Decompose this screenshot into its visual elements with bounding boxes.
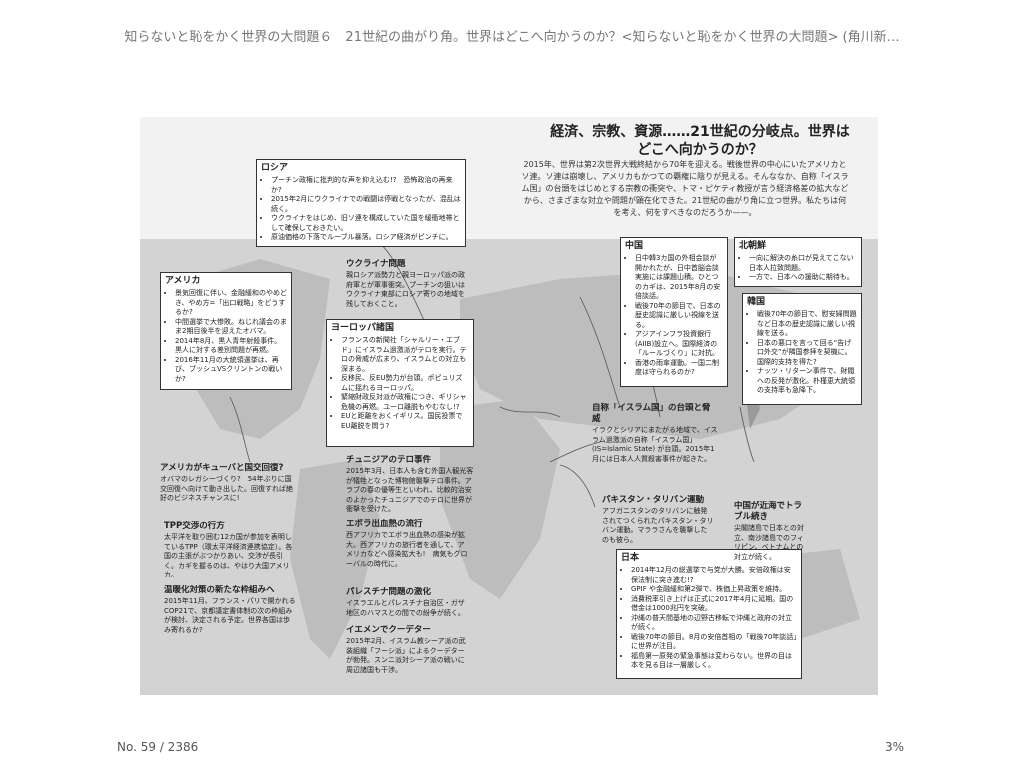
northkorea-item: 一方で、日本への援助に期待も。 — [749, 273, 857, 283]
palestine-note-text: イスラエルとパレスチナ自治区・ガザ地区のハマスとの間での紛争が続く。 — [346, 599, 465, 617]
ukraine-note: ウクライナ問題 親ロシア派勢力と親ヨーロッパ派の政府軍とが軍事衝突。プーチンの狙… — [346, 259, 466, 319]
russia-box: ロシア プーチン政権に批判的な声を抑え込む!? 恐怖政治の再来か? 2015年2… — [256, 159, 466, 247]
china-item: 香港の雨傘運動。一国二制度は守られるのか? — [635, 359, 723, 378]
book-page-image: 経済、宗教、資源……21世紀の分岐点。世界はどこへ向かうのか？ 2015年、世界… — [140, 117, 878, 695]
japan-box: 日本 2014年12月の総選挙で与党が大勝。安倍政権は安保法制に突き進む!? G… — [616, 549, 802, 679]
europe-item: フランスの新聞社「シャルリー・エブド」にイスラム過激派がテロを実行。テロの脅威が… — [341, 336, 469, 374]
japan-title: 日本 — [621, 553, 640, 563]
warming-note: 温暖化対策の新たな枠組みへ 2015年11月、フランス・パリで開かれるCOP21… — [164, 585, 296, 641]
japan-item: 福島第一原発の緊急事態は変わらない。世界の目は本を見る目は一層厳しく。 — [631, 652, 797, 671]
cuba-note-text: オバマのレガシーづくり? 54年ぶりに国交回復へ向けて動き出した。回復すれば絶好… — [160, 475, 293, 502]
america-box: アメリカ 景気回復に伴い、金融緩和のやめどき、やめ方=「出口戦略」をどうするか?… — [160, 272, 292, 390]
pakistan-note-title: パキスタン・タリバン運動 — [602, 495, 705, 505]
europe-box: ヨーロッパ諸国 フランスの新聞社「シャルリー・エブド」にイスラム過激派がテロを実… — [326, 319, 474, 447]
isis-note-text: イラクとシリアにまたがる地域で、イスラム過激派の自称「イスラム国」(IS=Isl… — [592, 426, 718, 463]
infographic-intro: 2015年、世界は第2次世界大戦終結から70年を迎える。戦後世界の中心にいたアメ… — [521, 160, 849, 217]
korea-box: 韓国 戦後70年の節目で、慰安婦問題など日本の歴史認識に厳しい視線を送る。 日本… — [742, 293, 862, 405]
yemen-note-text: 2015年2月、イスラム教シーア派の武装組織「フーシ派」によるクーデターが勃発。… — [346, 637, 466, 674]
tunisia-note: チュニジアのテロ事件 2015年3月、日本人も含む外国人観光客が犠牲となった博物… — [346, 455, 474, 519]
northkorea-title: 北朝鮮 — [739, 241, 767, 251]
isis-note: 自称「イスラム国」の台頭と脅威 イラクとシリアにまたがる地域で、イスラム過激派の… — [592, 403, 718, 467]
tunisia-note-text: 2015年3月、日本人も含む外国人観光客が犠牲となった博物館襲撃テロ事件。アラブ… — [346, 467, 474, 513]
reading-progress: 3% — [884, 740, 904, 754]
china-title: 中国 — [625, 241, 644, 251]
seas-note-title: 中国が近海でトラブル続き — [734, 501, 803, 522]
tunisia-note-title: チュニジアのテロ事件 — [346, 455, 432, 465]
china-item: 戦後70年の節目で、日本の歴史認識に厳しい視線を送る。 — [635, 302, 723, 331]
northkorea-box: 北朝鮮 一向に解決の糸口が見えてこない日本人拉致問題。 一方で、日本への援助に期… — [734, 237, 862, 287]
japan-item: 2014年12月の総選挙で与党が大勝。安倍政権は安保法制に突き進む!? — [631, 566, 797, 585]
europe-item: 緊縮財政反対派が政権につき、ギリシャ危機の再燃。ユーロ離脱もやむなし!? — [341, 393, 469, 412]
pakistan-note: パキスタン・タリバン運動 アフガニスタンのタリバンに触発されてつくられたパキスタ… — [602, 495, 714, 547]
ukraine-note-text: 親ロシア派勢力と親ヨーロッパ派の政府軍とが軍事衝突。プーチンの狙いはウクライナ東… — [346, 271, 465, 308]
japan-item: GPIF や金融緩和第2弾で、株価上昇政策を維持。 — [631, 585, 797, 595]
warming-note-title: 温暖化対策の新たな枠組みへ — [164, 585, 275, 595]
page-number: No. 59 / 2386 — [117, 740, 199, 754]
russia-item: プーチン政権に批判的な声を抑え込む!? 恐怖政治の再来か? — [271, 176, 461, 195]
europe-item: EUと距離をおくイギリス。国民投票でEU離脱を問う? — [341, 412, 469, 431]
europe-item: 反移民、反EU勢力が台頭。ポピュリズムに揺れるヨーロッパ。 — [341, 374, 469, 393]
europe-title: ヨーロッパ諸国 — [331, 323, 395, 333]
yemen-note-title: イエメンでクーデター — [346, 625, 431, 635]
russia-item: 2015年2月にウクライナでの戦闘は停戦となったが、混乱は続く。 — [271, 195, 461, 214]
japan-item: 消費税率引き上げは正式に2017年4月に延期。国の借金は1000兆円を突破。 — [631, 595, 797, 614]
tpp-note: TPP交渉の行方 太平洋を取り囲む12カ国が参加を表明しているTPP（環太平洋経… — [164, 521, 296, 577]
infographic-headline: 経済、宗教、資源……21世紀の分岐点。世界はどこへ向かうのか？ — [550, 124, 850, 158]
japan-item: 戦後70年の節目。8月の安倍首相の「戦後70年談話」に世界が注目。 — [631, 633, 797, 652]
korea-item: ナッツ・リターン事件で、財閥への反発が激化。朴槿恵大統領の支持率も急降下。 — [757, 367, 857, 396]
america-title: アメリカ — [165, 276, 201, 286]
palestine-note-title: パレスチナ問題の激化 — [346, 587, 432, 597]
yemen-note: イエメンでクーデター 2015年2月、イスラム教シーア派の武装組織「フーシ派」に… — [346, 625, 470, 677]
tpp-note-text: 太平洋を取り囲む12カ国が参加を表明しているTPP（環太平洋経済連携協定）。各国… — [164, 533, 293, 577]
northkorea-item: 一向に解決の糸口が見えてこない日本人拉致問題。 — [749, 254, 857, 273]
china-box: 中国 日中韓3カ国の外相会談が開かれたが、日中首脳会談実施には課題山積。ひとつの… — [620, 237, 728, 387]
book-title: 知らないと恥をかく世界の大問題６ 21世紀の曲がり角。世界はどこへ向かうのか？<… — [124, 30, 900, 45]
ebola-note-title: エボラ出血熱の流行 — [346, 519, 423, 529]
china-item: アジアインフラ投資銀行(AIIB)設立へ。国際経済の「ルールづくり」に対抗。 — [635, 330, 723, 359]
russia-item: 原油価格の下落でルーブル暴落。ロシア経済がピンチに。 — [271, 233, 461, 243]
america-item: 2016年11月の大統領選挙は、再び、ブッシュVSクリントンの戦いか? — [175, 356, 287, 385]
china-item: 日中韓3カ国の外相会談が開かれたが、日中首脳会談実施には課題山積。ひとつのカギは… — [635, 254, 723, 302]
ebola-note-text: 西アフリカでエボラ出血熱の感染が拡大。西アフリカの旅行者を通して、アメリカなどへ… — [346, 531, 468, 568]
ukraine-note-title: ウクライナ問題 — [346, 259, 406, 269]
seas-note-text: 尖閣諸島で日本との対立、南沙諸島でのフィリピン、ベトナムとの対立が続く。 — [734, 524, 804, 561]
russia-item: ウクライナをはじめ、旧ソ連を構成していた国を緩衝地帯として確保しておきたい。 — [271, 214, 461, 233]
palestine-note: パレスチナ問題の激化 イスラエルとパレスチナ自治区・ガザ地区のハマスとの間での紛… — [346, 587, 470, 623]
seas-note: 中国が近海でトラブル続き 尖閣諸島で日本との対立、南沙諸島でのフィリピン、ベトナ… — [734, 501, 810, 561]
america-item: 中間選挙で大惨敗。ねじれ議会のまま2期目後半を迎えたオバマ。 — [175, 318, 287, 337]
korea-item: 日本の悪口を言って回る“告げ口外交”が隣国参拝を契機に。国際的支持を得た? — [757, 339, 857, 368]
warming-note-text: 2015年11月、フランス・パリで開かれるCOP21で、京都議定書体制の次の枠組… — [164, 597, 296, 634]
cuba-note-title: アメリカがキューバと国交回復? — [160, 463, 284, 473]
america-item: 2014年8月、黒人青年射殺事件。黒人に対する差別問題が再燃。 — [175, 337, 287, 356]
tpp-note-title: TPP交渉の行方 — [164, 521, 225, 531]
america-item: 景気回復に伴い、金融緩和のやめどき、やめ方=「出口戦略」をどうするか? — [175, 289, 287, 318]
pakistan-note-text: アフガニスタンのタリバンに触発されてつくられたパキスタン・タリバン運動。マララさ… — [602, 507, 714, 544]
isis-note-title: 自称「イスラム国」の台頭と脅威 — [592, 403, 711, 424]
russia-title: ロシア — [261, 163, 289, 173]
japan-item: 沖縄の普天間基地の辺野古移転で沖縄と政府の対立が続く。 — [631, 614, 797, 633]
korea-title: 韓国 — [747, 297, 766, 307]
ebola-note: エボラ出血熱の流行 西アフリカでエボラ出血熱の感染が拡大。西アフリカの旅行者を通… — [346, 519, 470, 571]
cuba-note: アメリカがキューバと国交回復? オバマのレガシーづくり? 54年ぶりに国交回復へ… — [160, 463, 296, 513]
korea-item: 戦後70年の節目で、慰安婦問題など日本の歴史認識に厳しい視線を送る。 — [757, 310, 857, 339]
